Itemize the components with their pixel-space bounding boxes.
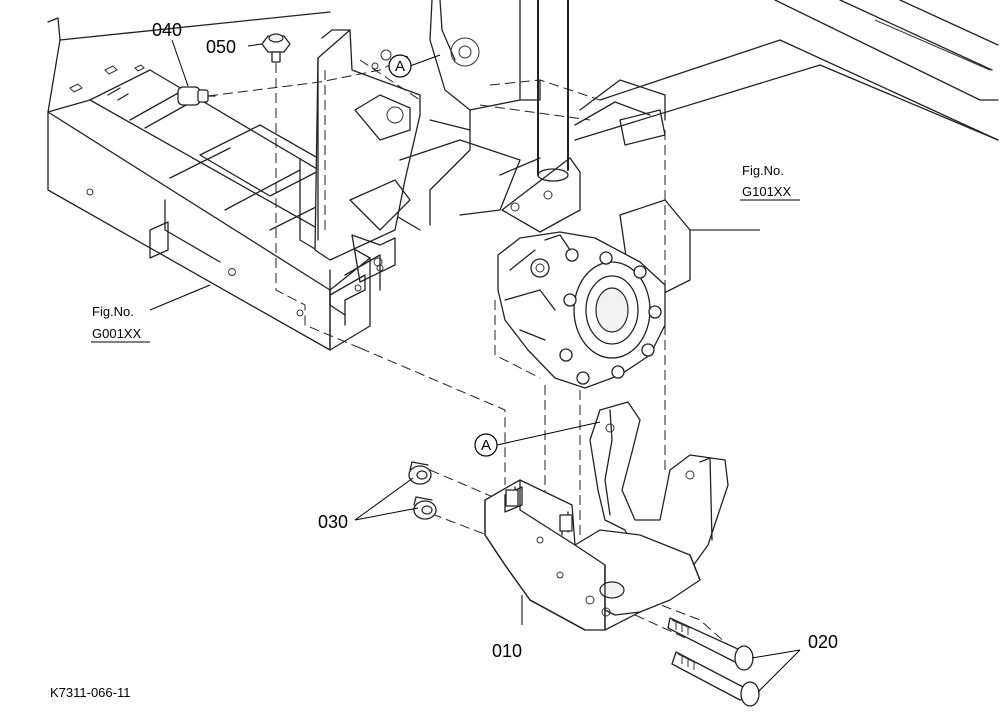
callout-010: 010	[492, 641, 522, 661]
nuts-030	[408, 461, 437, 520]
upper-bracket-plate	[314, 29, 421, 316]
callout-050: 050	[206, 37, 236, 57]
fig-ref-left-label: Fig.No.	[92, 304, 134, 319]
marker-a-lower: A	[474, 433, 498, 457]
callout-030: 030	[318, 512, 348, 532]
callout-020: 020	[808, 632, 838, 652]
pin-040	[177, 86, 216, 106]
fig-ref-left-number: G001XX	[92, 326, 141, 341]
fig-ref-right-number: G101XX	[742, 184, 791, 199]
main-bracket	[484, 479, 701, 631]
svg-text:A: A	[395, 58, 405, 75]
callout-040: 040	[152, 20, 182, 40]
bolts-020	[667, 617, 760, 707]
fig-ref-right-label: Fig.No.	[742, 163, 784, 178]
marker-a-upper: A	[388, 54, 412, 78]
document-id: K7311-066-11	[50, 685, 130, 700]
gear-case	[497, 199, 691, 389]
nut-050	[261, 33, 291, 63]
engine-housing	[351, 0, 541, 283]
steering-column	[499, 0, 666, 233]
right-frame	[574, 0, 999, 146]
leader-lines	[91, 39, 801, 693]
svg-text:A: A	[481, 437, 491, 454]
